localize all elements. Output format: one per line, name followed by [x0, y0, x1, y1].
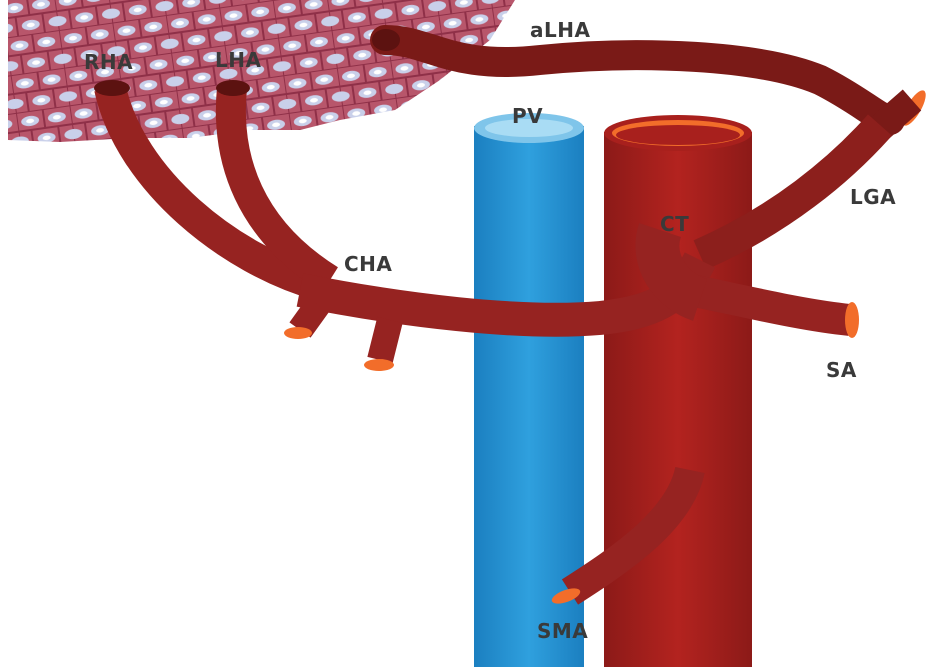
cha-branch-1-opening — [284, 327, 312, 339]
alha-vessel — [370, 25, 905, 135]
sma-vessel — [561, 466, 705, 605]
label-cha: CHA — [344, 252, 393, 276]
sa-vessel — [686, 274, 852, 336]
cha-branch-2 — [367, 316, 403, 364]
label-lga: LGA — [850, 185, 897, 209]
rha-opening — [94, 80, 130, 96]
lga-upper-vessel — [870, 89, 922, 139]
cha-branch-2-opening — [364, 359, 394, 371]
label-pv: PV — [512, 104, 544, 128]
alha-opening — [372, 29, 400, 51]
label-rha: RHA — [84, 50, 134, 74]
ct-root — [635, 223, 709, 321]
sa-opening — [845, 302, 859, 338]
label-alha: aLHA — [530, 18, 591, 42]
lha-vessel — [215, 86, 339, 293]
label-lha: LHA — [215, 48, 262, 72]
label-sa: SA — [826, 358, 857, 382]
rha-vessel — [94, 84, 325, 301]
label-sma: SMA — [537, 619, 589, 643]
portal-vein — [474, 113, 584, 667]
cha-branch-1 — [289, 297, 329, 338]
sma-opening — [551, 588, 581, 604]
aorta — [604, 115, 752, 667]
lha-opening — [216, 80, 250, 96]
label-ct: CT — [660, 212, 690, 236]
lga-vessel — [693, 114, 892, 270]
